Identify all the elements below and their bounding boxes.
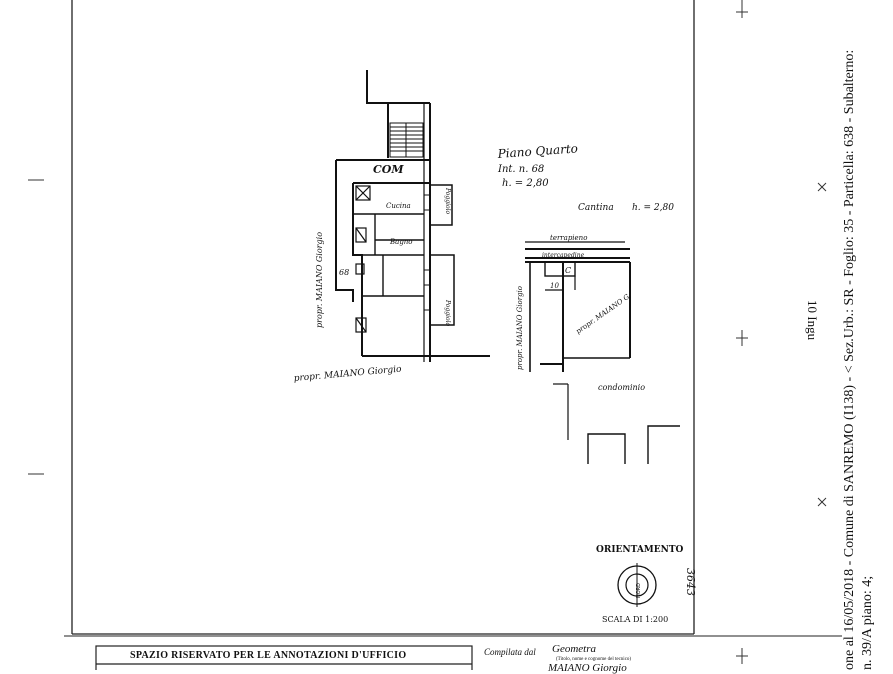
cellar-neighbor-left-label: propr. MAIANO Giorgio: [516, 286, 524, 370]
floor-title: Piano Quarto: [496, 141, 578, 161]
cadastral-reference-line2: n. 39/A piano: 4;: [860, 575, 875, 670]
sheet-number: 3643: [684, 568, 697, 596]
scale-label: SCALA DI 1:200: [602, 615, 668, 624]
balcony-top-label: Poggiolo: [444, 187, 451, 215]
sheet-frame: [64, 0, 842, 637]
footer-boxes: [95, 645, 473, 670]
compiled-by-hint: (Titolo, nome e cognome del tecnico): [556, 657, 632, 662]
cellar-code: C: [565, 266, 571, 275]
office-box-title: SPAZIO RISERVATO PER LE ANNOTAZIONI D'UF…: [130, 650, 407, 661]
orientation-label: ORIENTAMENTO: [596, 545, 684, 555]
shafts: [355, 185, 371, 333]
interior-number: Int. n. 68: [497, 164, 544, 175]
condominio-label: condominio: [598, 383, 645, 392]
stair-label: COM: [373, 163, 404, 176]
margin-ticks: [28, 0, 827, 664]
unit-number: 68: [339, 268, 349, 277]
terrapieno-label: terrapieno: [550, 234, 587, 242]
kitchen-label: Cucina: [386, 202, 411, 210]
window-marks: [424, 194, 430, 311]
unit-tag: 10 Ingu: [805, 300, 820, 341]
neighbor-bottom-label: propr. MAIANO Giorgio: [293, 365, 402, 384]
cellar-label: Cantina: [578, 203, 614, 213]
neighbor-left-label: propr. MAIANO Giorgio: [315, 232, 324, 328]
cellar-neighbor-inner-label: propr. MAIANO G.: [575, 292, 633, 336]
compiler-name: MAIANO Giorgio: [548, 662, 627, 674]
intercapedine-label: intercapedine: [542, 252, 585, 259]
apartment-walls: [335, 70, 490, 362]
compiled-by-value: Geometra: [552, 643, 596, 655]
cellar-walls: [525, 241, 680, 464]
height-label: h. = 2,80: [502, 178, 549, 189]
balcony-bottom-label: Poggiolo: [444, 299, 451, 327]
north-compass-icon: [617, 563, 657, 607]
cadastral-reference-line1: one al 16/05/2018 - Comune di SANREMO (I…: [842, 49, 857, 670]
north-mark: NORD: [636, 583, 642, 598]
staircase: [389, 122, 424, 158]
cellar-number: 10: [550, 282, 559, 290]
cellar-height: h. = 2,80: [632, 203, 674, 213]
compiled-by-label: Compilata dal: [484, 647, 536, 657]
bathroom-label: Bagno: [389, 238, 413, 246]
